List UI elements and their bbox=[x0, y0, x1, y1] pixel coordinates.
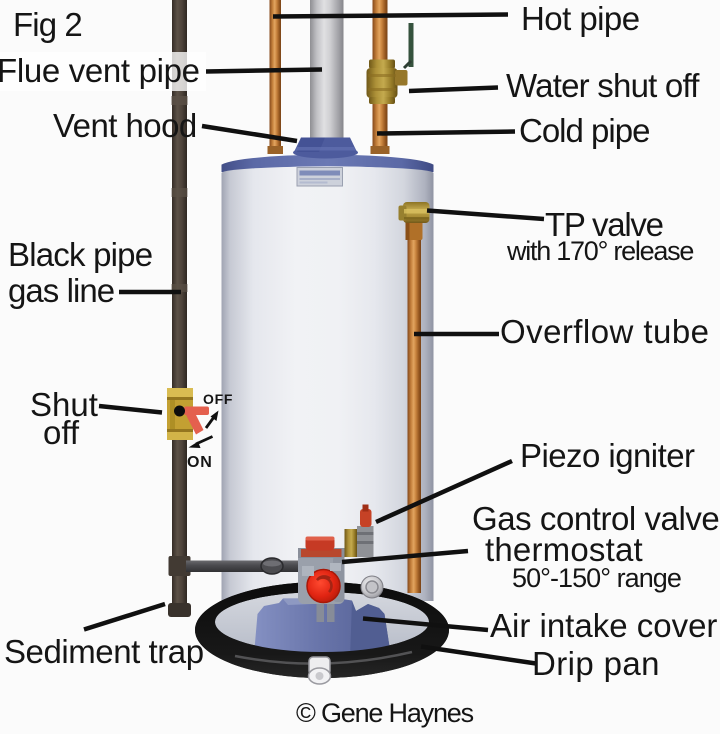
svg-text:off: off bbox=[43, 414, 80, 451]
svg-text:Shut: Shut bbox=[30, 386, 98, 423]
svg-text:50°-150° range: 50°-150° range bbox=[512, 563, 681, 593]
svg-text:Gas control valve: Gas control valve bbox=[472, 500, 719, 537]
svg-text:Overflow tube: Overflow tube bbox=[500, 313, 709, 350]
svg-text:© Gene Haynes: © Gene Haynes bbox=[296, 698, 474, 728]
svg-text:gas line: gas line bbox=[8, 272, 114, 309]
svg-text:Piezo igniter: Piezo igniter bbox=[520, 437, 695, 474]
svg-text:Cold pipe: Cold pipe bbox=[519, 112, 649, 149]
svg-text:TP valve: TP valve bbox=[545, 206, 663, 243]
svg-text:Air intake cover: Air intake cover bbox=[490, 607, 717, 644]
svg-text:Hot pipe: Hot pipe bbox=[521, 0, 640, 37]
svg-text:Fig 2: Fig 2 bbox=[13, 6, 82, 43]
svg-text:Water shut off: Water shut off bbox=[506, 67, 700, 104]
svg-text:OFF: OFF bbox=[203, 391, 233, 407]
svg-text:Flue vent pipe: Flue vent pipe bbox=[0, 52, 200, 89]
svg-text:ON: ON bbox=[187, 454, 213, 471]
svg-text:Drip pan: Drip pan bbox=[532, 645, 660, 682]
svg-text:Sediment trap: Sediment trap bbox=[4, 633, 204, 670]
svg-text:Vent hood: Vent hood bbox=[53, 107, 197, 144]
svg-text:thermostat: thermostat bbox=[485, 531, 643, 568]
svg-text:Black pipe: Black pipe bbox=[8, 236, 152, 273]
svg-text:with 170° release: with 170° release bbox=[506, 236, 693, 266]
